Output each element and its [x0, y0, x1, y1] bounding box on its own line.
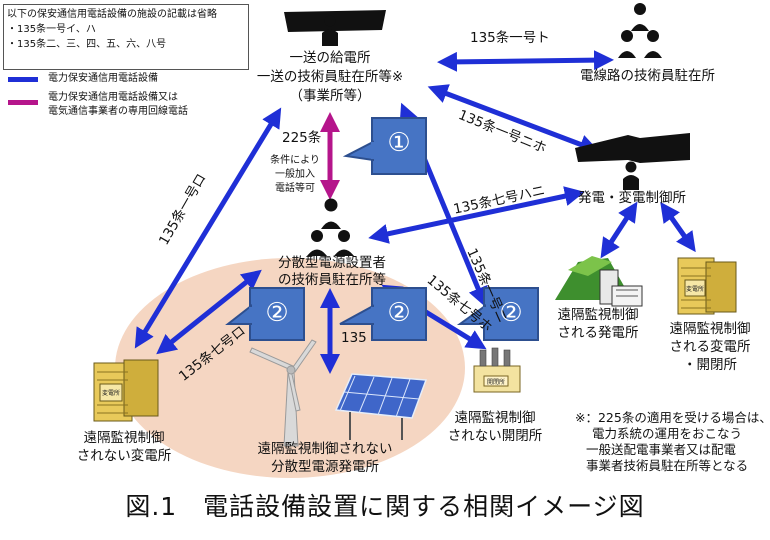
link-label-ichigo-to: 135条一号ト	[470, 30, 550, 46]
link-ichigo-ni-ho	[427, 84, 600, 154]
art225-cond-3: 電話等可	[275, 183, 315, 194]
legend-note-item2: ・135条二、三、四、五、六、八号	[7, 39, 167, 50]
distributed-operator-label-2: の技術員駐在所等	[278, 272, 386, 288]
unmonitored-substation-sign: 変電所	[102, 389, 120, 397]
callout-2b-number: ②	[387, 298, 411, 328]
supply-station-label-2: 一送の技術員駐在所等※	[256, 69, 404, 85]
footnote-line-4: 事業者技術員駐在所等となる	[586, 458, 749, 473]
legend-note-item1: ・135条一号イ、ハ	[7, 24, 96, 35]
unmonitored-dg-label-2: 分散型電源発電所	[271, 459, 379, 475]
callout-2b	[339, 287, 427, 341]
callout-2c-number: ②	[499, 298, 523, 328]
supply-station-label-3: （事業所等）	[289, 88, 371, 104]
link-control-substation	[660, 201, 696, 253]
legend-blue-label: 電力保安通信用電話設備	[48, 73, 158, 84]
art225-cond-1: 条件により	[270, 155, 320, 166]
legend-magenta-label-1: 電力保安通信用電話設備又は	[48, 92, 178, 103]
power-plant-icon	[555, 256, 643, 307]
footnote-line-2: 電力系統の運用をおこなう	[592, 426, 743, 441]
line-technician-icon	[618, 3, 662, 58]
art225-cond-2: 一般加入	[275, 169, 315, 180]
legend-magenta-swatch	[8, 100, 38, 105]
control-center-icon	[575, 133, 690, 190]
remote-substation-label-3: ・開閉所	[683, 357, 737, 373]
supply-station-label-1: 一送の給電所	[289, 50, 371, 66]
remote-substation-icon: 変電所	[677, 257, 737, 315]
remote-substation-label-2: される変電所	[669, 339, 751, 355]
unmonitored-substation-label-1: 遠隔監視制御	[83, 430, 165, 446]
remote-substation-sign: 変電所	[686, 285, 704, 293]
callout-2a-number: ②	[265, 298, 289, 328]
legend-note-title: 以下の保安通信用電話設備の施設の記載は省略	[7, 9, 217, 20]
remote-substation-label-1: 遠隔監視制御	[669, 321, 751, 337]
legend-blue-swatch	[8, 77, 38, 82]
link-shichigo-ro	[156, 269, 262, 355]
callout-2a	[225, 287, 305, 341]
unmonitored-switching-label-2: されない開閉所	[447, 428, 543, 444]
unmonitored-substation-icon: 変電所	[93, 359, 159, 422]
callout-1	[342, 117, 427, 175]
footnote-line-1: ※：225条の適用を受ける場合は、	[575, 410, 770, 425]
callout-1-number: ①	[387, 128, 411, 158]
callout-2c	[456, 287, 539, 341]
unmonitored-substation-label-2: されない変電所	[76, 448, 172, 464]
link-ichigo-to	[437, 50, 614, 72]
switching-station-sign: 開閉所	[487, 378, 505, 386]
art225-label: 225条	[282, 130, 322, 146]
link-control-plant	[600, 201, 638, 259]
supply-station-icon	[284, 10, 386, 46]
distributed-operator-label-1: 分散型電源設置者	[278, 255, 386, 271]
legend-note-box	[3, 4, 249, 70]
remote-plant-label-2: される発電所	[557, 325, 639, 341]
footnote-line-3: 一般送配電事業者又は配電	[586, 442, 737, 457]
link-label-135: 135	[341, 330, 367, 346]
figure-caption: 図.1 電話設備設置に関する相関イメージ図	[125, 492, 645, 521]
control-center-label: 発電・変電制御所	[578, 190, 686, 206]
distributed-operator-icon	[307, 198, 354, 256]
unmonitored-switching-label-1: 遠隔監視制御	[454, 410, 536, 426]
legend-magenta-label-2: 電気通信事業者の専用回線電話	[48, 106, 188, 117]
line-technician-label: 電線路の技術員駐在所	[580, 68, 715, 84]
switching-station-icon: 開閉所	[473, 347, 521, 393]
unmonitored-dg-label-1: 遠隔監視制御されない	[257, 441, 393, 457]
remote-plant-label-1: 遠隔監視制御	[557, 307, 639, 323]
solar-panel-icon	[334, 373, 428, 440]
blue-links	[134, 50, 696, 374]
wind-turbine-icon	[249, 339, 317, 447]
